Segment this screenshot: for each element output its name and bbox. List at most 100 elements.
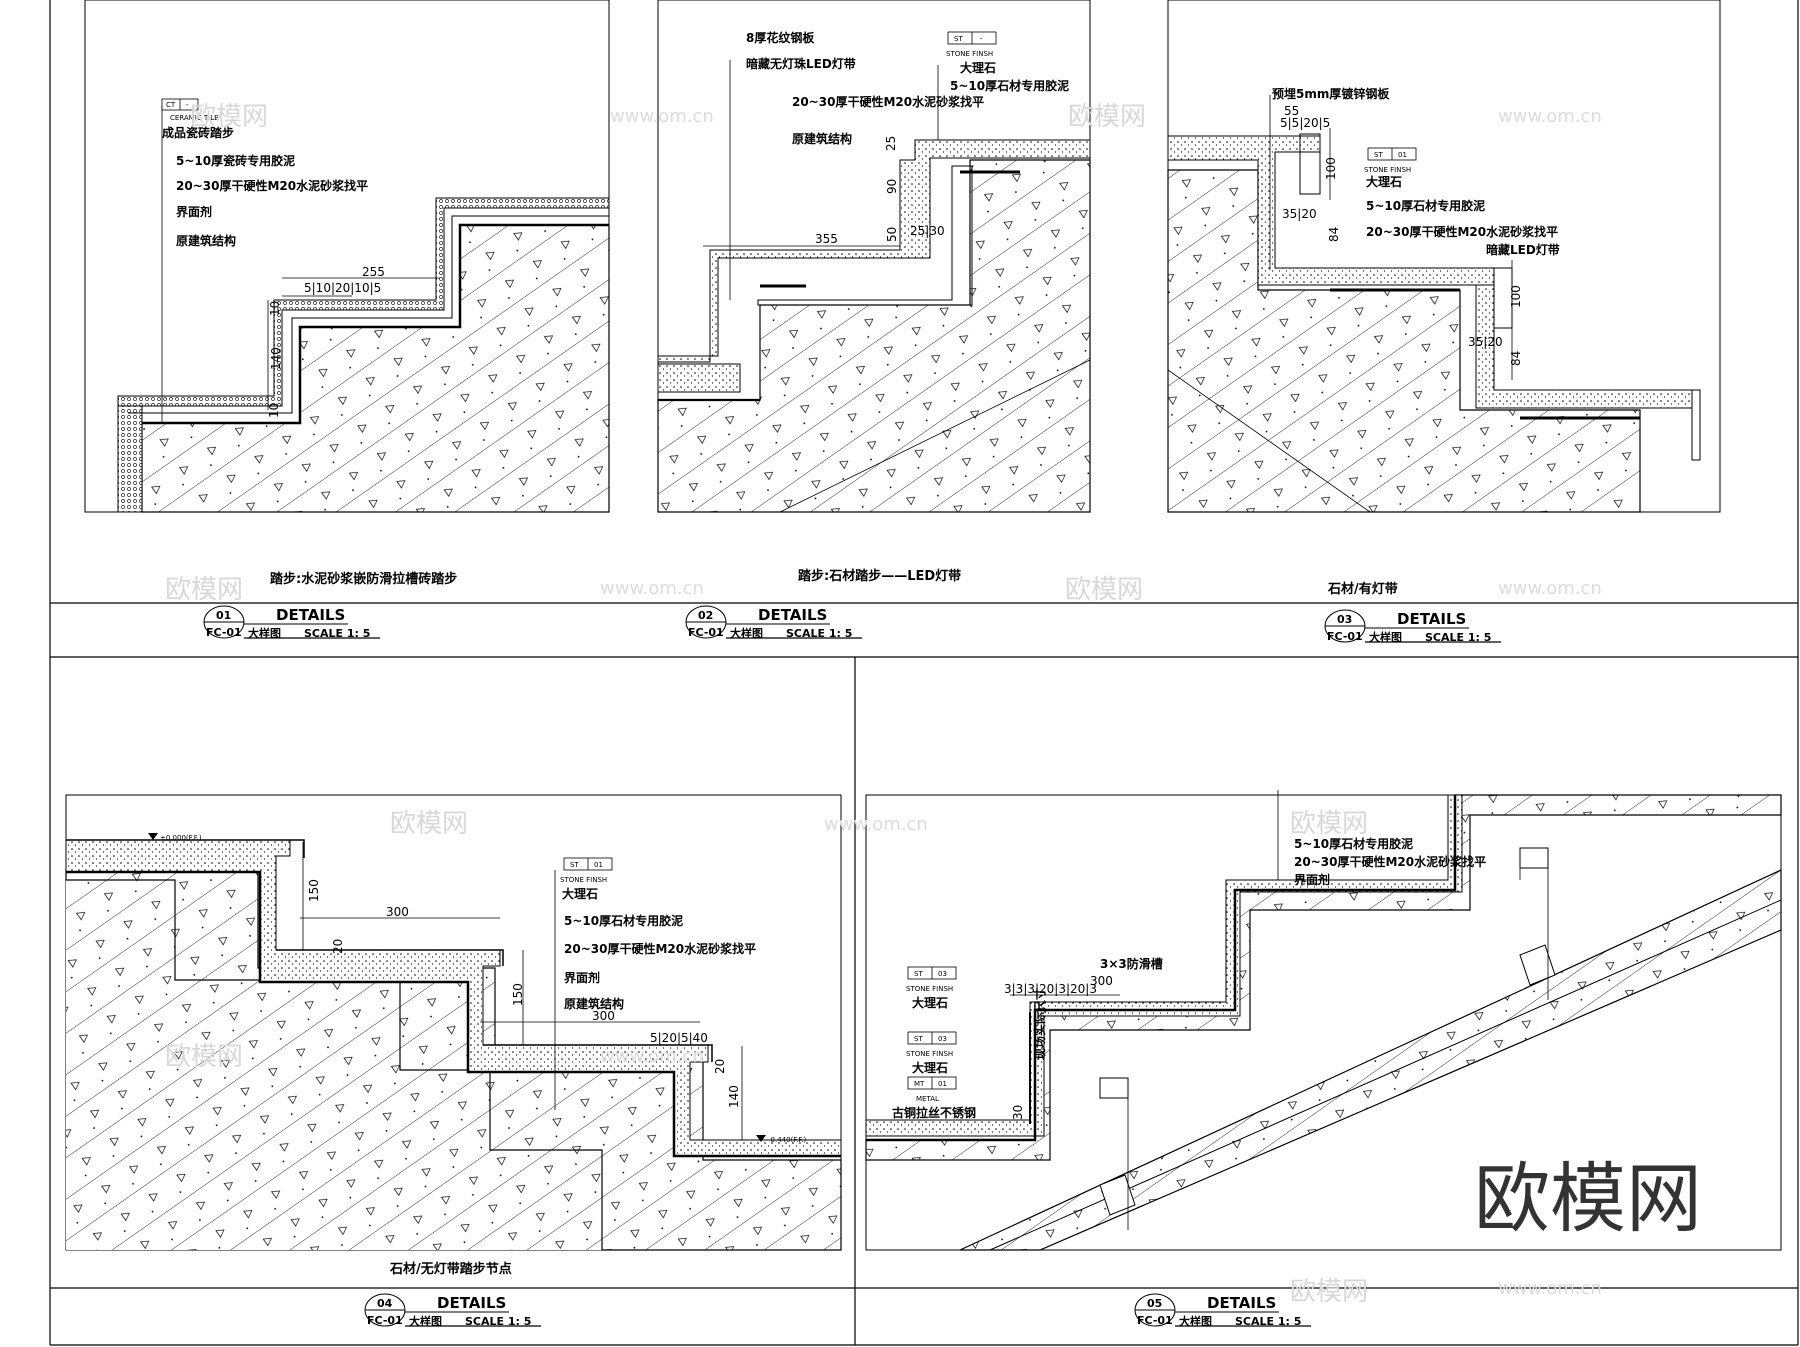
watermark-brand: 欧模网	[390, 809, 468, 839]
watermark-brand: 欧模网	[165, 575, 243, 605]
panel-01-dim-5: 10	[267, 403, 281, 418]
panel-03-tag-name: 大理石	[1366, 174, 1402, 189]
title-04-subtitle: 大样图	[409, 1314, 442, 1328]
watermark-url: www.om.cn	[600, 1046, 704, 1067]
panel-02-callout-2: 暗藏无灯珠LED灯带	[746, 56, 856, 71]
title-03-subtitle: 大样图	[1369, 630, 1402, 644]
watermark-url: www.om.cn	[824, 814, 928, 835]
panel-04-dim-4: 150	[511, 983, 525, 1006]
watermark-url: www.om.cn	[1498, 1278, 1602, 1299]
panel-04-level-top: ±0.000(F.F.)	[160, 834, 202, 842]
panel-05-tag2-name: 大理石	[912, 1060, 948, 1075]
panel-03-tag-desc: STONE FINSH	[1364, 166, 1411, 174]
panel-02-callout-right-1: 5~10厚石材专用胶泥	[950, 78, 1069, 93]
panel-05-dim-1: 3|3|3|20|3|20|3	[1004, 982, 1097, 996]
panel-03-dim-6: 100	[1509, 285, 1523, 308]
panel-04-dim-3: 20	[331, 939, 345, 954]
panel-03-dim-1: 55	[1284, 104, 1299, 118]
panel-03-drawing	[1167, 0, 1721, 513]
panel-01-dim-4: 140	[269, 347, 283, 370]
panel-02-dims: 355 25 90 50 25|30	[815, 136, 945, 246]
watermark-url: www.om.cn	[1498, 106, 1602, 127]
panel-01-dim-2: 5|10|20|10|5	[304, 281, 381, 295]
panel-03-caption: 石材/有灯带	[1327, 581, 1398, 597]
panel-02-tag: ST - STONE FINSH 大理石	[946, 31, 997, 75]
panel-01-callout-5: 原建筑结构	[176, 233, 236, 248]
panel-04-tag-code: ST	[570, 861, 579, 869]
panel-04-callouts: 5~10厚石材专用胶泥 20~30厚干硬性M20水泥砂浆找平 界面剂 原建筑结构…	[160, 834, 807, 1144]
panel-02-callout-3: 20~30厚干硬性M20水泥砂浆找平	[792, 94, 984, 109]
panel-03-callout-2: 20~30厚干硬性M20水泥砂浆找平	[1366, 224, 1558, 239]
title-05-details: DETAILS	[1207, 1294, 1276, 1312]
panel-05-callout-3: 界面剂	[1294, 872, 1330, 887]
panel-05-dim-4: 3	[1035, 1006, 1049, 1014]
title-02-details: DETAILS	[758, 606, 827, 624]
panel-01-dims: 255 5|10|20|10|5 10 140 10	[267, 265, 385, 418]
panel-05-groove-note: 3×3防滑槽	[1100, 956, 1163, 971]
panel-03-dim-3: 100	[1324, 157, 1338, 180]
title-03-details: DETAILS	[1397, 610, 1466, 628]
panel-01-dim-3: 10	[268, 301, 282, 316]
panel-04-dim-2: 150	[307, 879, 321, 902]
title-03-scale: SCALE 1: 5	[1425, 631, 1491, 644]
panel-01-drawing	[84, 0, 610, 513]
panel-04-dim-7: 20	[713, 1059, 727, 1074]
title-01-subtitle: 大样图	[248, 626, 281, 640]
watermark-brand: 欧模网	[1068, 102, 1146, 132]
panel-01-tag-code: CT	[166, 101, 176, 109]
watermark-url: www.om.cn	[600, 578, 704, 599]
panel-02-tag-num: -	[980, 35, 983, 43]
panel-02-dim-2: 25	[884, 136, 898, 151]
panel-05-tags: ST 03 STONE FINSH 大理石 ST 03 STONE FINSH …	[892, 966, 976, 1120]
panel-03-dim-4: 35|20	[1282, 207, 1317, 221]
title-02-subtitle: 大样图	[730, 626, 763, 640]
panel-01-callout-1: 成品瓷砖踏步	[162, 125, 234, 140]
title-01-sheet: FC-01	[206, 626, 242, 639]
watermark-brand: 欧模网	[1065, 575, 1143, 605]
panel-01-caption: 踏步:水泥砂浆嵌防滑拉槽砖踏步	[270, 571, 457, 587]
watermark-brand: 欧模网	[190, 102, 268, 132]
panel-05-tag3-num: 01	[938, 1080, 947, 1088]
panel-01-callout-4: 界面剂	[176, 204, 212, 219]
panel-04-dim-6: 5|20|5|40	[650, 1031, 708, 1045]
title-02-number: 02	[698, 609, 713, 622]
panel-05-vertical-note: 现场实际尺寸	[1032, 988, 1047, 1060]
panel-02-tag-code: ST	[954, 35, 963, 43]
panel-03-top-note: 预埋5mm厚镀锌钢板	[1272, 86, 1390, 101]
panel-05-tag1-code: ST	[914, 970, 923, 978]
title-block-02: 02 FC-01 DETAILS 大样图 SCALE 1: 5	[685, 605, 862, 640]
title-02-scale: SCALE 1: 5	[786, 627, 852, 640]
panel-05-tag2-num: 03	[938, 1035, 947, 1043]
panel-03-dim-8: 84	[1509, 351, 1523, 366]
panel-01-tag-desc: CERAMIC TILE	[170, 114, 219, 122]
panel-04-drawing	[65, 794, 842, 1251]
panel-02-dim-3: 90	[885, 179, 899, 194]
panel-03-callouts: 预埋5mm厚镀锌钢板 5~10厚石材专用胶泥 20~30厚干硬性M20水泥砂浆找…	[1272, 86, 1560, 257]
panel-05-tag1-num: 03	[938, 970, 947, 978]
panel-05-tag1-desc: STONE FINSH	[906, 985, 953, 993]
panel-01-tag-num: -	[186, 101, 189, 109]
title-05-scale: SCALE 1: 5	[1235, 1315, 1301, 1328]
title-03-number: 03	[1337, 613, 1352, 626]
title-block-04: 04 FC-01 DETAILS 大样图 SCALE 1: 5	[364, 1293, 541, 1328]
title-04-sheet: FC-01	[367, 1314, 403, 1327]
panel-05-tag2-code: ST	[914, 1035, 923, 1043]
panel-05-dim-2: 300	[1090, 974, 1113, 988]
panel-03-tag-num: 01	[1398, 151, 1407, 159]
panel-02-dim-5: 25|30	[910, 224, 945, 238]
panel-05-callout-1: 5~10厚石材专用胶泥	[1294, 836, 1413, 851]
panel-03-callout-1: 5~10厚石材专用胶泥	[1366, 198, 1485, 213]
panel-05-dim-3: 30	[1011, 1105, 1025, 1120]
watermark-logo: 欧模网	[1474, 1154, 1702, 1243]
panel-03-dims: 55 5|5|20|5 100 35|20 84 100 35|20 84	[1280, 104, 1523, 366]
panel-02-tag-desc: STONE FINSH	[946, 50, 993, 58]
panel-05-callout-2: 20~30厚干硬性M20水泥砂浆找平	[1294, 854, 1486, 869]
panel-02-drawing	[657, 0, 1091, 513]
panel-04-callout-1: 5~10厚石材专用胶泥	[564, 913, 683, 928]
title-01-scale: SCALE 1: 5	[304, 627, 370, 640]
title-04-number: 04	[377, 1297, 393, 1310]
panel-04-dim-8: 140	[727, 1085, 741, 1108]
panel-03-dim-2: 5|5|20|5	[1280, 116, 1330, 130]
panel-05-dims: 3|3|3|20|3|20|3 300 30 3	[1004, 974, 1113, 1120]
